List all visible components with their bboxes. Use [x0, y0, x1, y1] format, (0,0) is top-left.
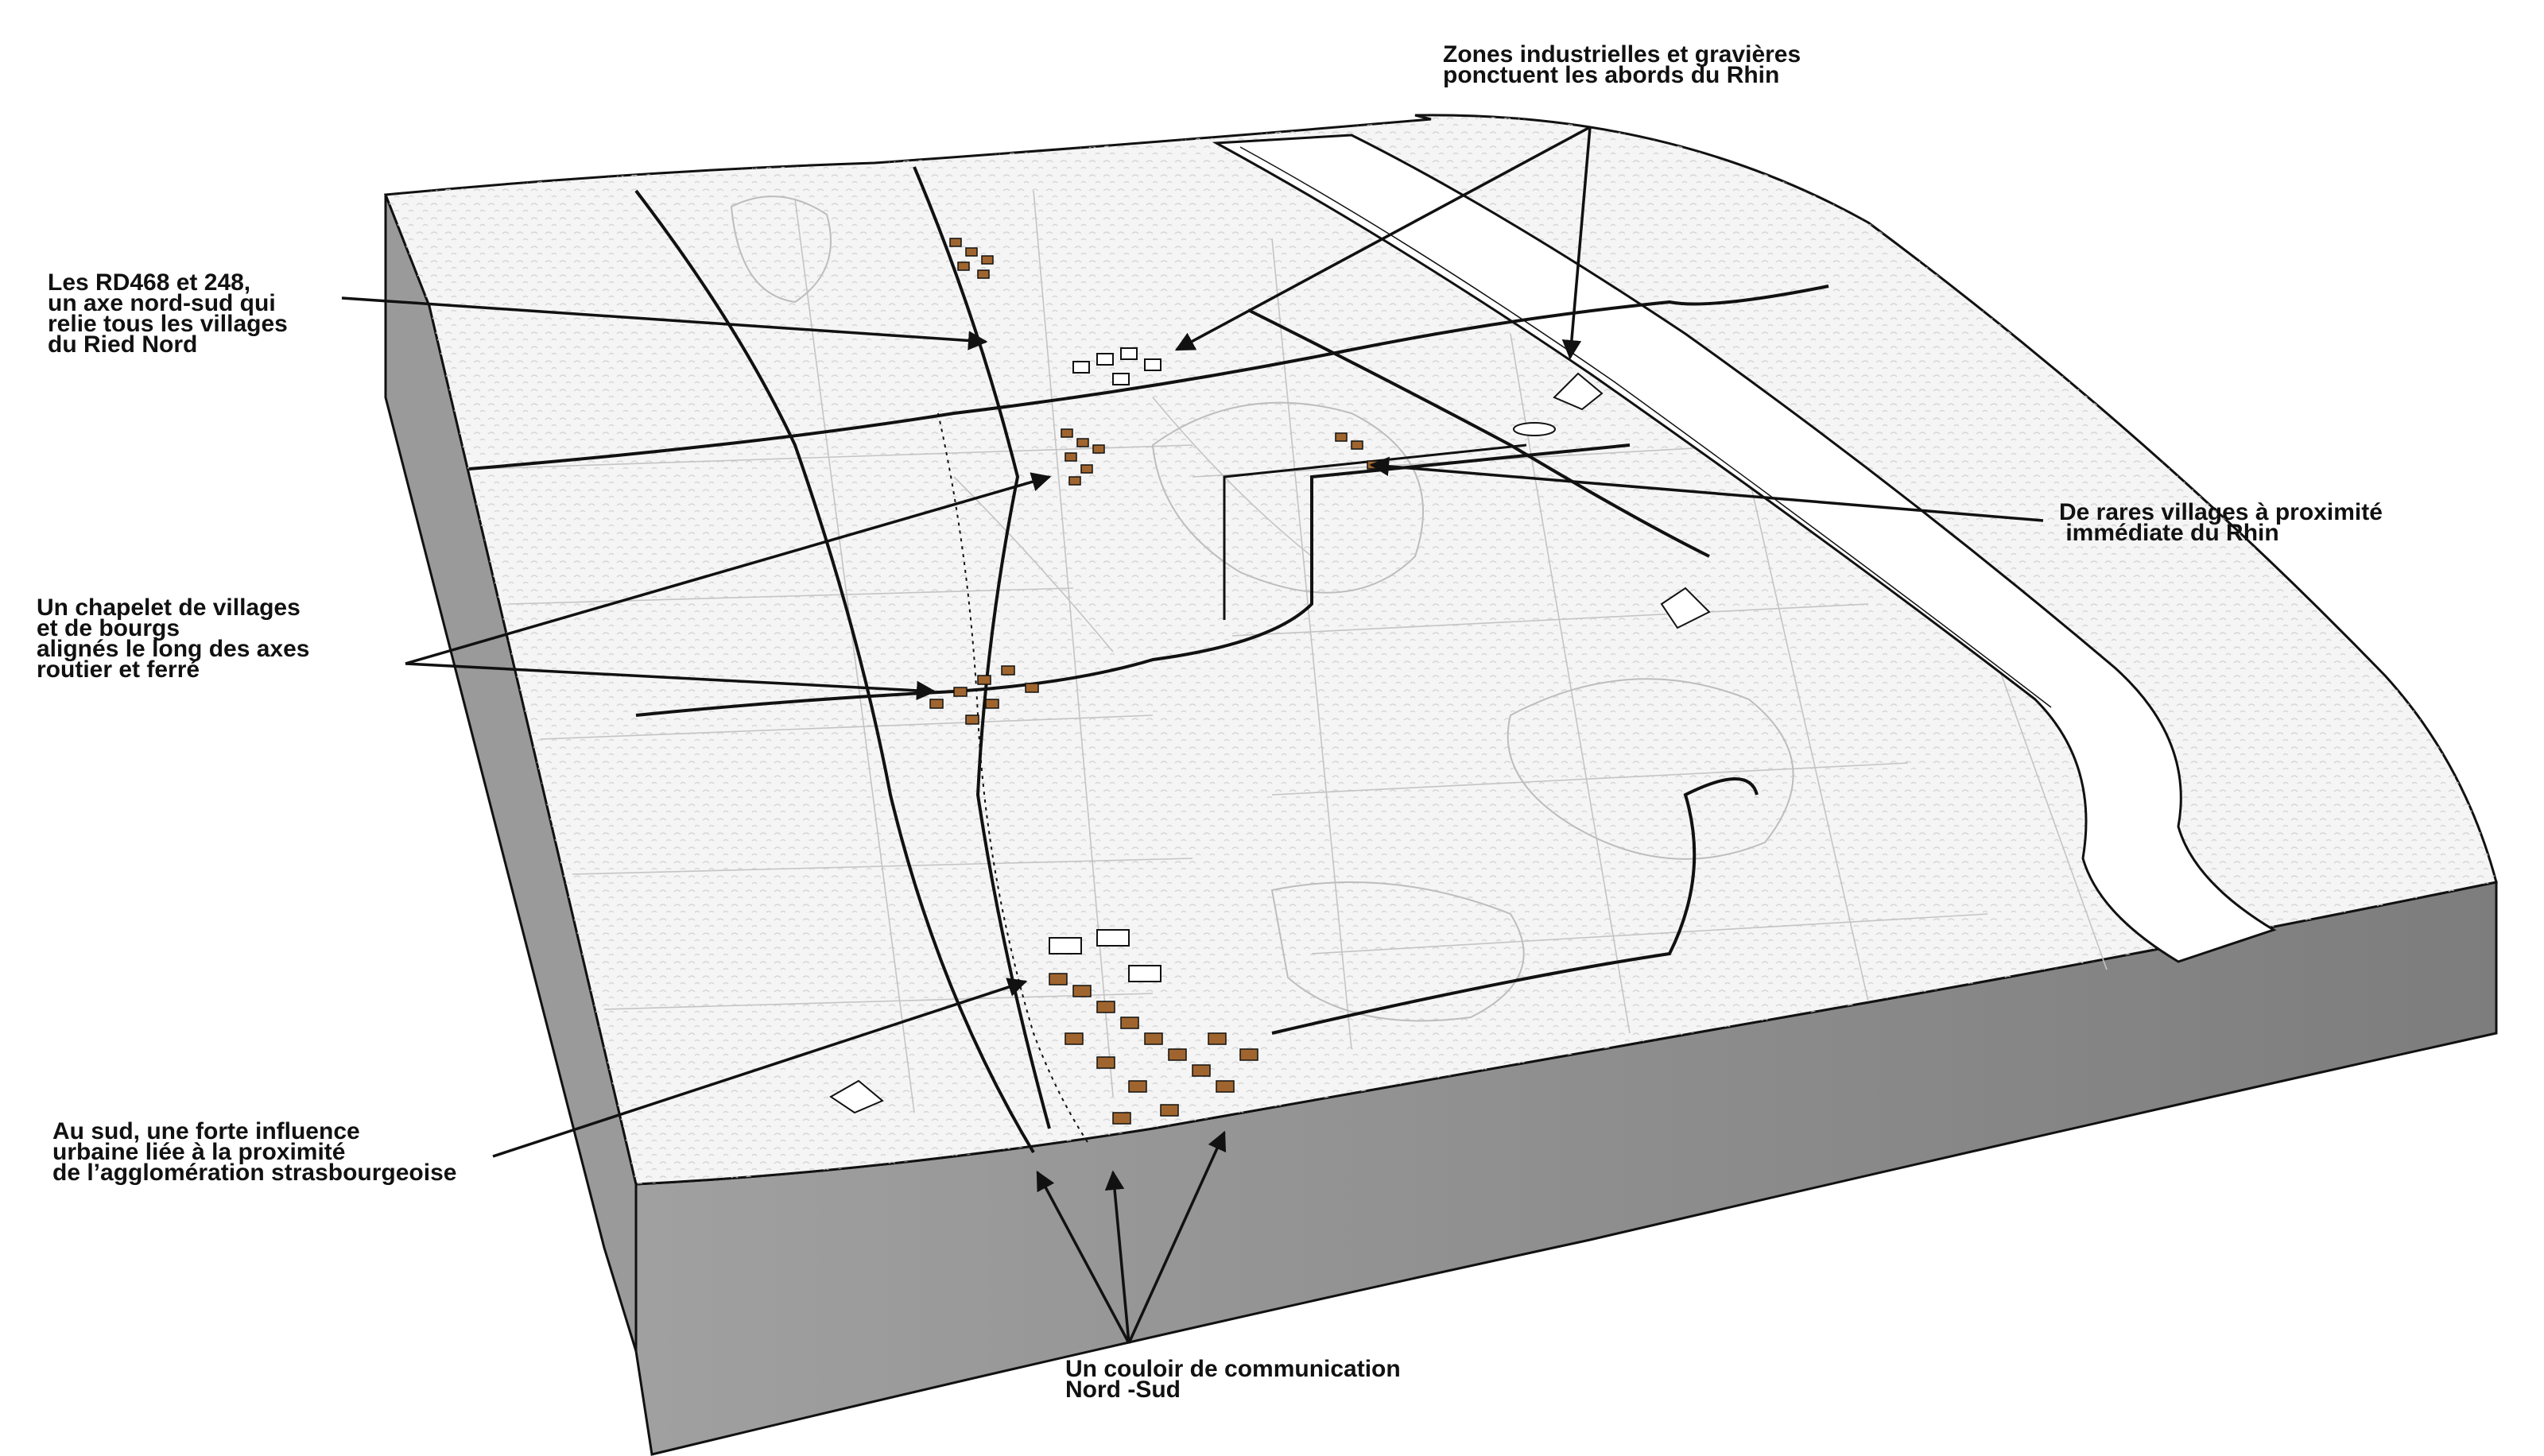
annotation-line: Nord -Sud [1065, 1377, 1181, 1403]
annotation-couloir: Un couloir de communication Nord -Sud [1065, 1356, 1401, 1403]
annotation-line: de l’agglomération strasbourgeoise [52, 1160, 457, 1186]
annotation-line: alignés le long des axes [37, 636, 310, 662]
annotation-sud: Au sud, une forte influence urbaine liée… [52, 1118, 457, 1186]
village-chapelet [929, 665, 1039, 725]
annotation-line: et de bourgs [37, 615, 180, 641]
annotation-line: relie tous les villages [48, 311, 288, 337]
annotation-line: Les RD468 et 248, [48, 269, 251, 296]
annotation-line: Au sud, une forte influence [52, 1118, 360, 1144]
annotation-line: immédiate du Rhin [2059, 520, 2279, 546]
annotation-line: Zones industrielles et gravières [1443, 41, 1801, 68]
annotation-line: urbaine liée à la proximité [52, 1139, 346, 1165]
terrain-texture [386, 114, 2496, 1184]
roads [468, 166, 1829, 1154]
industrial-zone-south [1049, 929, 1161, 982]
industrial-zone-1 [1072, 347, 1161, 385]
gravel-pit-3 [829, 1079, 884, 1114]
village-south [1049, 973, 1258, 1125]
annotation-line: Un chapelet de villages [37, 594, 301, 621]
villages [929, 238, 1379, 1125]
river-rhin [1212, 134, 2277, 963]
annotation-line: un axe nord-sud qui [48, 290, 276, 316]
gravel-pit-2 [1660, 587, 1711, 629]
annotation-line: routier et ferré [37, 656, 200, 683]
village-north [949, 238, 994, 279]
annotation-chapelet: Un chapelet de villages et de bourgs ali… [37, 594, 310, 683]
annotation-line: du Ried Nord [48, 331, 198, 358]
annotation-rd468: Les RD468 et 248, un axe nord-sud qui re… [48, 269, 288, 358]
village-center-north [1061, 428, 1105, 486]
industrial-zones [829, 347, 1711, 1114]
canal [1247, 308, 1710, 558]
annotation-line: De rares villages à proximité [2059, 499, 2383, 525]
annotation-line: ponctuent les abords du Rhin [1443, 62, 1780, 88]
railway [937, 412, 1090, 1145]
annotation-line: Un couloir de communication [1065, 1356, 1401, 1382]
gravel-pit-1 [1513, 372, 1604, 436]
annotation-rare-villages: De rares villages à proximité immédiate … [2059, 499, 2383, 546]
annotation-rhin-industrial: Zones industrielles et gravières ponctue… [1443, 41, 1801, 88]
annotation-arrows [341, 126, 2044, 1344]
